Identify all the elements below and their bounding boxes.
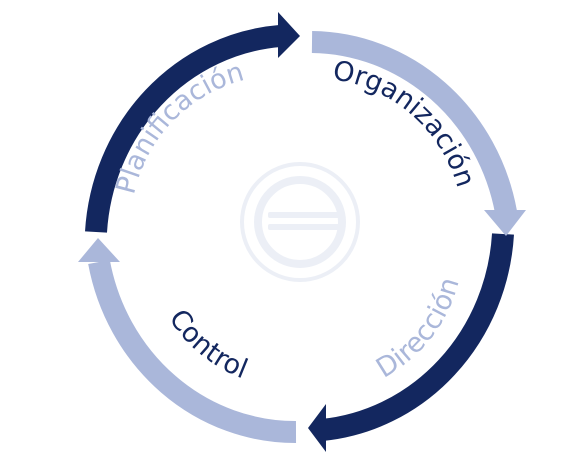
arc-control xyxy=(88,259,297,444)
arrowhead-organizacion-icon xyxy=(484,210,526,236)
arc-direccion xyxy=(320,233,514,441)
arc-organizacion xyxy=(311,31,517,215)
arrowhead-direccion-icon xyxy=(308,404,326,452)
stage-label-control: Control xyxy=(163,304,252,385)
circular-logo-watermark-icon xyxy=(240,162,360,282)
arrowhead-control-icon xyxy=(78,238,120,262)
arrowhead-planificacion-icon xyxy=(278,12,300,58)
arc-planificacion xyxy=(85,25,281,233)
